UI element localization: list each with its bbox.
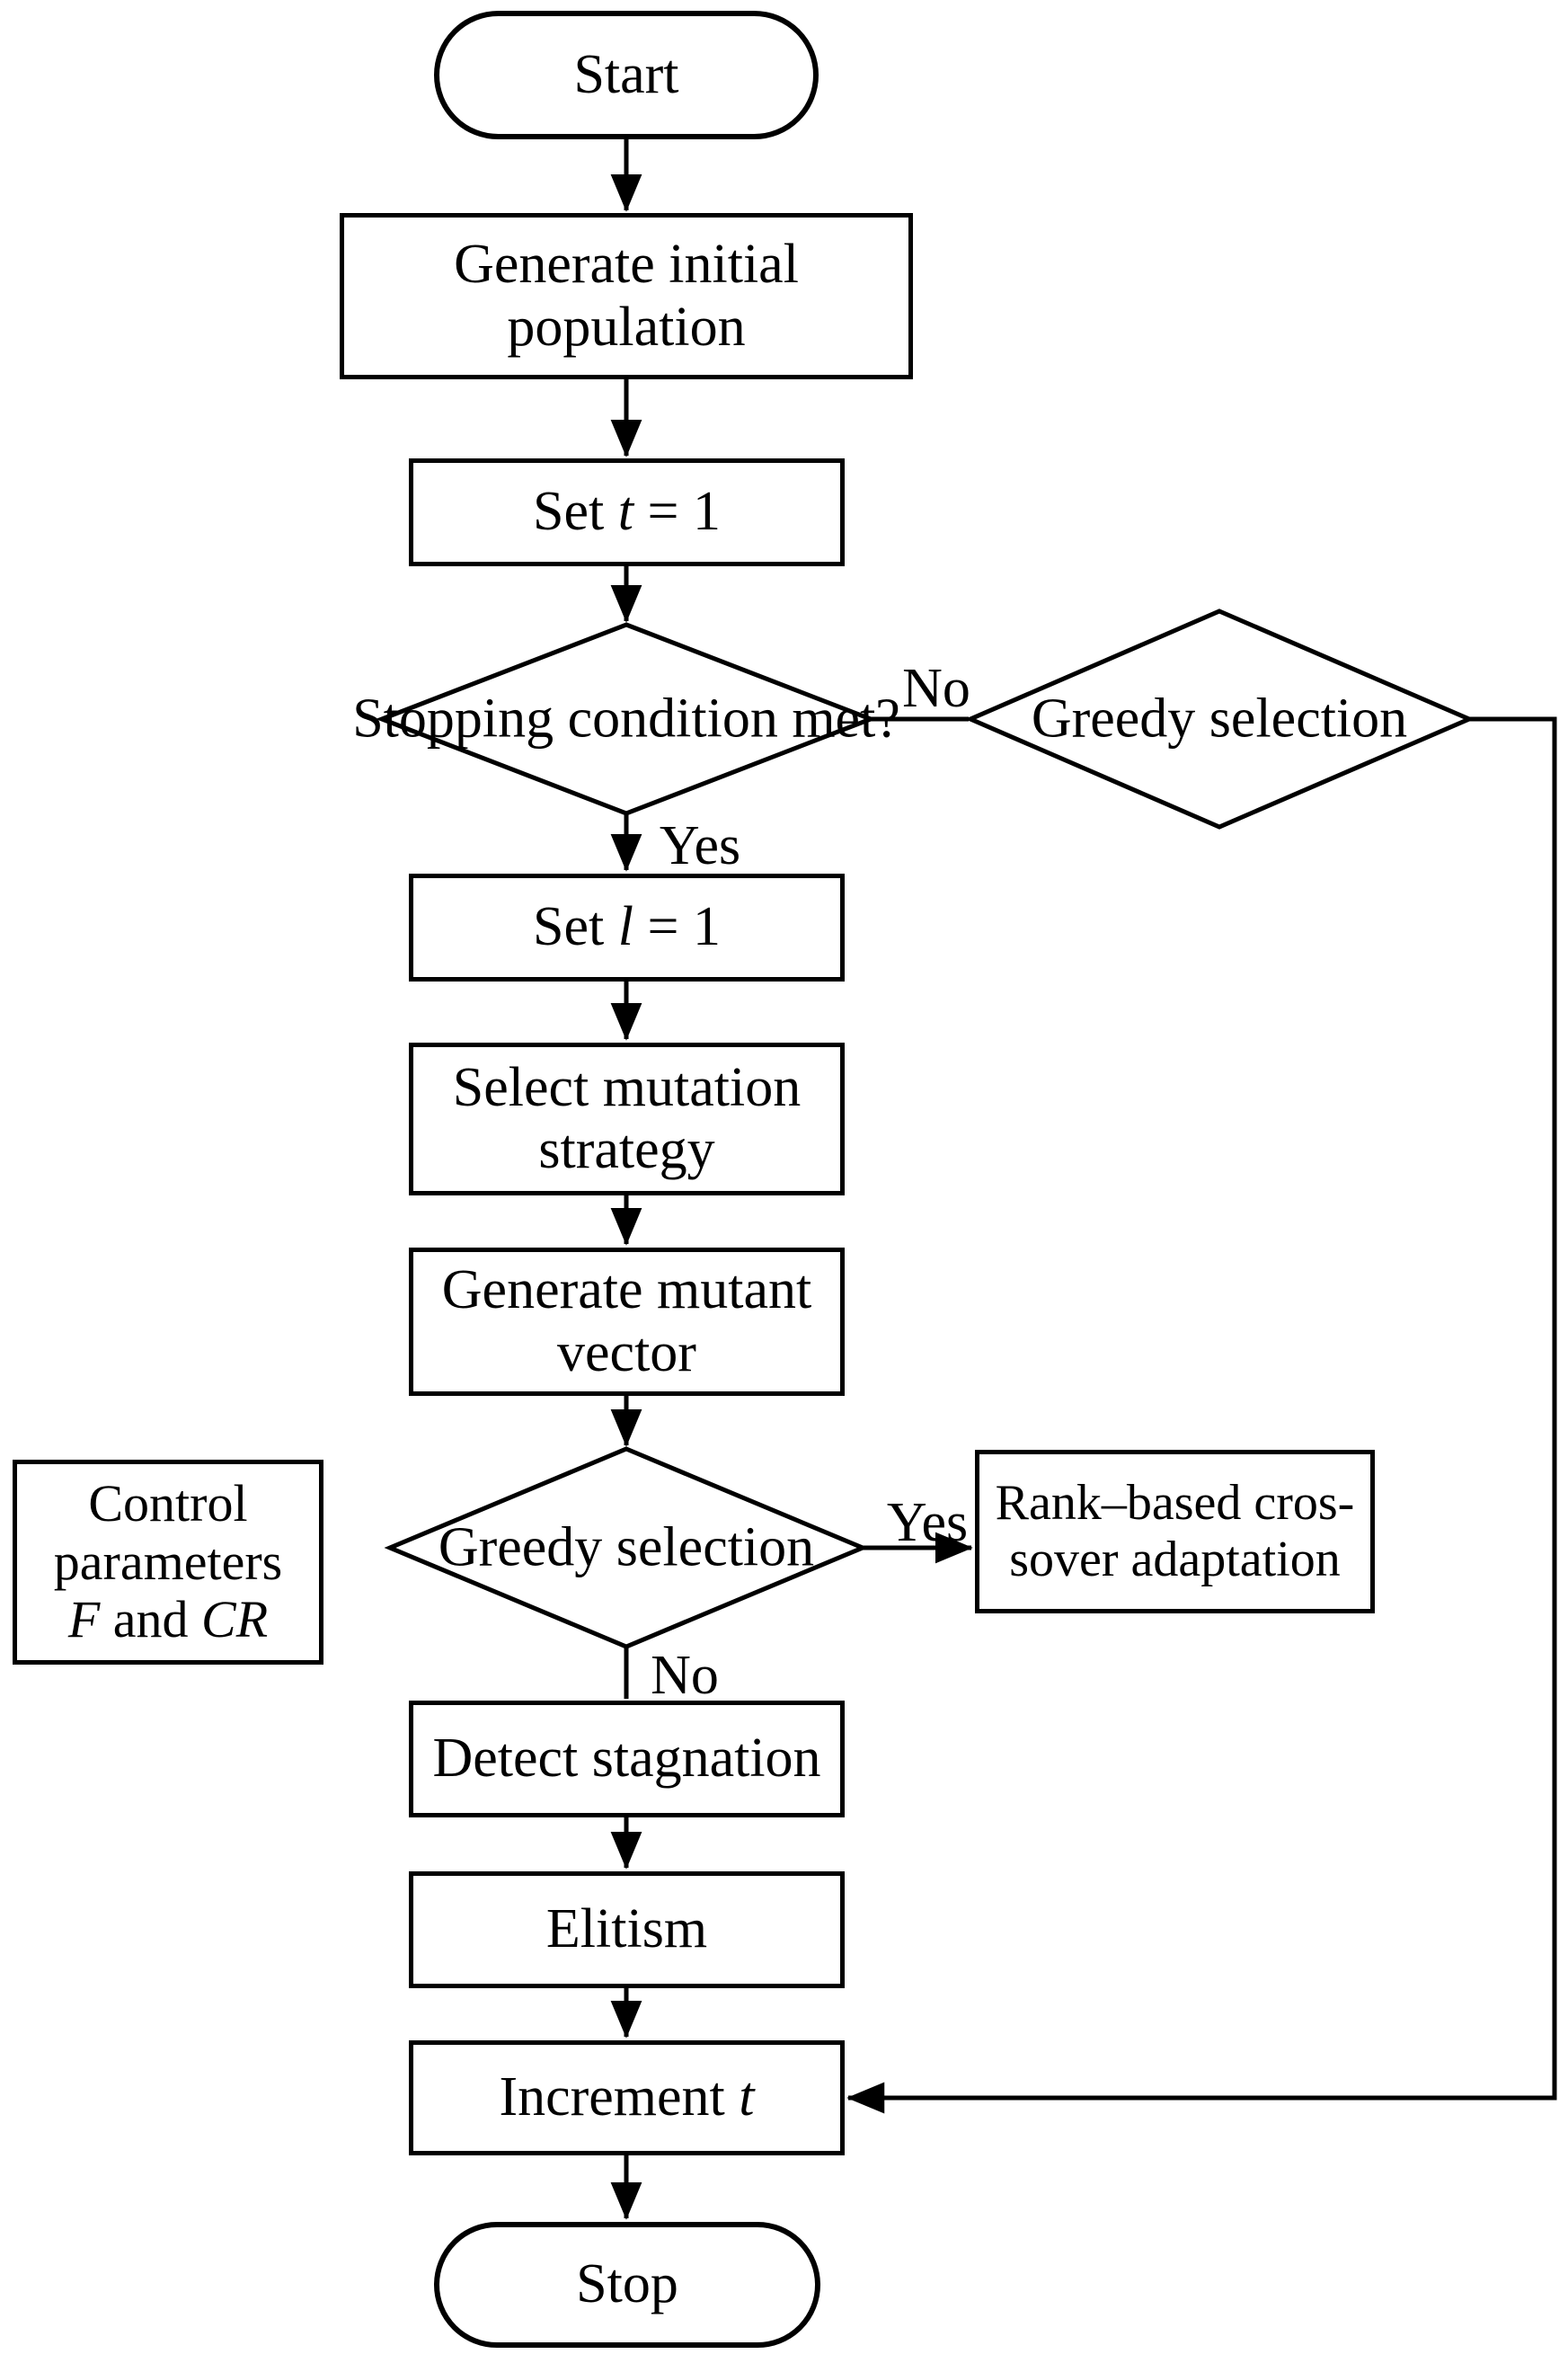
control-parameters-line1: Control: [88, 1473, 248, 1532]
stopping-yes-edge-label: Yes: [659, 815, 741, 876]
greedy-selection-mid-line1: Greedy: [438, 1516, 603, 1578]
stopping-condition-line2: condition met?: [567, 688, 900, 750]
stop-label: Stop: [576, 2253, 678, 2315]
control-parameters-cr-var: CR: [201, 1590, 269, 1649]
set-l-label: Set l = 1: [533, 896, 721, 958]
greedy-selection-top-line1: Greedy: [1031, 688, 1196, 750]
detect-stagnation-label: Detect stagnation: [432, 1728, 821, 1790]
greedy-selection-mid-diamond: [384, 1446, 869, 1649]
increment-t-node: Increment t: [409, 2040, 845, 2155]
select-mutation-node: Select mutation strategy: [409, 1043, 845, 1195]
greedy-mid-yes-edge-label: Yes: [886, 1492, 969, 1553]
set-t-post: = 1: [633, 481, 721, 543]
increment-t-var: t: [739, 2066, 755, 2128]
greedy-selection-mid-line2: selection: [616, 1516, 815, 1578]
rank-crossover-line1: Rank–based cros-: [995, 1475, 1355, 1532]
control-parameters-and: and: [100, 1590, 202, 1649]
set-t-label: Set t = 1: [533, 481, 721, 543]
stopping-no-edge-label: No: [902, 658, 970, 719]
rank-crossover-line2: sover adaptation: [1009, 1532, 1341, 1587]
generate-mutant-node: Generate mutant vector: [409, 1248, 845, 1396]
greedy-selection-top-line2: selection: [1209, 688, 1408, 750]
set-t-node: Set t = 1: [409, 458, 845, 566]
greedy-mid-no-edge-label: No: [651, 1645, 719, 1706]
select-mutation-line2: strategy: [538, 1119, 715, 1180]
stopping-condition-diamond: [376, 622, 877, 816]
elitism-label: Elitism: [545, 1898, 708, 1960]
generate-mutant-line1: Generate mutant: [441, 1259, 812, 1321]
stopping-condition-diamond-label: Stopping condition met?: [352, 688, 900, 750]
start-label: Start: [573, 43, 679, 105]
detect-stagnation-node: Detect stagnation: [409, 1701, 845, 1817]
set-l-node: Set l = 1: [409, 874, 845, 982]
greedy-selection-top-diamond-label: Greedy selection: [1032, 688, 1407, 750]
generate-population-line2: population: [507, 296, 746, 358]
edge-greedy-top-to-increment-t-feedback: [846, 716, 1557, 2114]
set-l-var: l: [617, 896, 633, 958]
generate-mutant-line2: vector: [557, 1321, 696, 1383]
control-parameters-line3: F and CR: [67, 1590, 269, 1649]
set-t-var: t: [617, 481, 633, 543]
greedy-selection-mid-diamond-label: Greedy selection: [439, 1516, 814, 1578]
greedy-selection-top-diamond: [964, 609, 1475, 830]
control-parameters-f-var: F: [67, 1590, 101, 1649]
set-t-pre: Set: [533, 481, 618, 543]
elitism-node: Elitism: [409, 1871, 845, 1988]
start-node: Start: [434, 11, 819, 139]
generate-population-node: Generate initial population: [340, 213, 913, 379]
rank-crossover-node: Rank–based cros- sover adaptation: [975, 1450, 1375, 1613]
control-parameters-line2: parameters: [53, 1532, 283, 1591]
increment-t-pre: Increment: [499, 2066, 740, 2128]
set-l-pre: Set: [533, 896, 618, 958]
stopping-condition-line1: Stopping: [352, 688, 554, 750]
stop-node: Stop: [434, 2222, 820, 2348]
increment-t-label: Increment t: [499, 2066, 754, 2128]
control-parameters-node: Control parameters F and CR: [13, 1460, 323, 1665]
select-mutation-line1: Select mutation: [452, 1056, 802, 1118]
generate-population-line1: Generate initial: [454, 234, 799, 296]
set-l-post: = 1: [633, 896, 721, 958]
